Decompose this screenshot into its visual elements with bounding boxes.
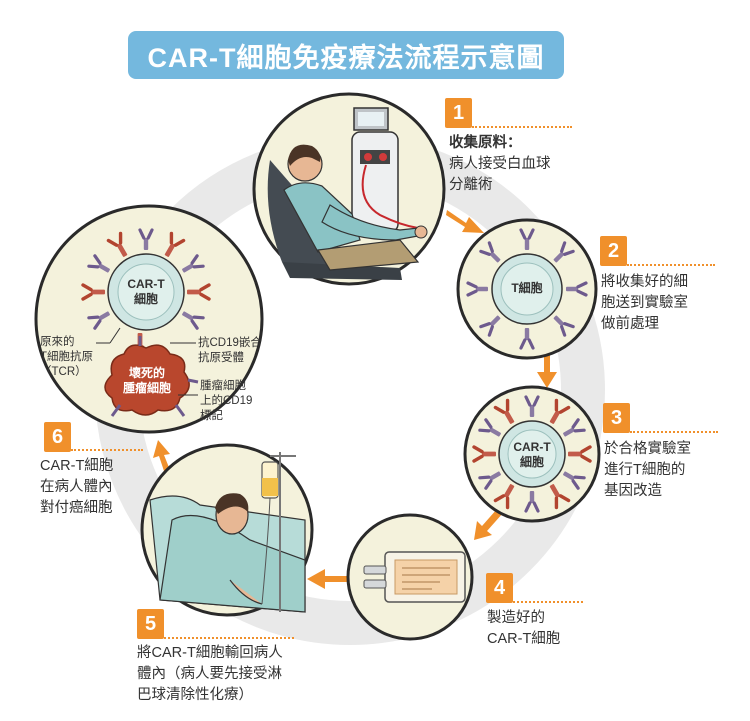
car-t-cell-icon	[463, 385, 601, 523]
step-number-badge: 4	[486, 573, 513, 603]
cd19-marker-label: 腫瘤細胞 上的CD19 標記	[200, 380, 253, 422]
orange-arrow-icon	[307, 569, 352, 589]
step-description: 收集原料： 病人接受白血球 分離術	[449, 135, 551, 193]
orange-arrow-icon	[474, 509, 503, 540]
car-t-cell-icon	[81, 228, 211, 357]
car-t-cell-label: CAR-T 細胞	[513, 440, 551, 469]
dotted-divider	[513, 601, 583, 603]
dotted-divider	[71, 449, 143, 451]
dotted-divider	[164, 637, 294, 639]
step-description: 於合格實驗室 進行T細胞的 基因改造	[604, 441, 691, 499]
step-number-badge: 1	[445, 98, 472, 128]
cell-product-bag-icon	[346, 513, 474, 641]
step-number-badge: 2	[600, 236, 627, 266]
tcr-label: 原來的 T細胞抗原 （TCR）	[40, 336, 94, 378]
step-number-badge: 5	[137, 609, 164, 639]
t-cell-icon	[456, 218, 598, 360]
orange-arrow-icon	[446, 210, 484, 233]
step-description: CAR-T細胞 在病人體內 對付癌細胞	[40, 458, 114, 516]
page-title: CAR-T細胞免疫療法流程示意圖	[128, 31, 564, 79]
dotted-divider	[630, 431, 718, 433]
tumor-cell-label: 壞死的 腫瘤細胞	[122, 366, 171, 395]
step-description: 將CAR-T細胞輸回病人 體內（病人要先接受淋 巴球清除性化療）	[137, 645, 283, 703]
patient-apheresis-illustration	[252, 92, 446, 286]
cd19-receptor-label: 抗CD19嵌合 抗原受體	[198, 337, 262, 364]
t-cell-label: T細胞	[511, 281, 543, 295]
step-number-badge: 3	[603, 403, 630, 433]
step-number-badge: 6	[44, 422, 71, 452]
step-description: 製造好的 CAR-T細胞	[487, 610, 561, 647]
tumor-cell-icon	[104, 336, 199, 417]
car-t-cell-large-label: CAR-T 細胞	[127, 277, 165, 306]
car-t-tumor-illustration	[34, 204, 264, 434]
dotted-divider	[472, 126, 572, 128]
dotted-divider	[627, 264, 715, 266]
step-description: 將收集好的細 胞送到實驗室 做前處理	[601, 274, 688, 332]
orange-arrow-icon	[537, 345, 557, 388]
patient-infusion-illustration	[140, 443, 314, 617]
